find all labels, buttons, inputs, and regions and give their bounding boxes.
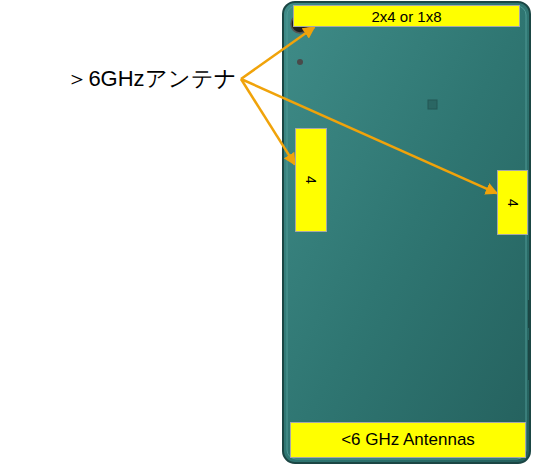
antenna-box: <6 GHz Antennas xyxy=(290,422,526,458)
pointer-arrow xyxy=(241,27,314,79)
logo-mark xyxy=(428,100,437,109)
antenna-label: 4 xyxy=(303,176,319,184)
antenna-label: 4 xyxy=(504,199,520,207)
antenna-label: <6 GHz Antennas xyxy=(341,430,475,450)
antenna-box: 2x4 or 1x8 xyxy=(293,5,520,27)
callout-label: ＞6GHzアンテナ xyxy=(62,62,241,96)
phone-body xyxy=(283,2,530,463)
side-button xyxy=(528,300,531,328)
side-button xyxy=(528,340,531,380)
antenna-label: 2x4 or 1x8 xyxy=(371,8,441,25)
pointer-arrow xyxy=(241,79,295,165)
flash-dot xyxy=(297,59,303,65)
callout-text: ＞6GHzアンテナ xyxy=(66,64,236,94)
antenna-box: 4 xyxy=(295,128,327,232)
phone-bezel xyxy=(287,6,526,459)
antenna-box: 4 xyxy=(497,170,528,235)
pointer-arrow xyxy=(241,79,497,193)
